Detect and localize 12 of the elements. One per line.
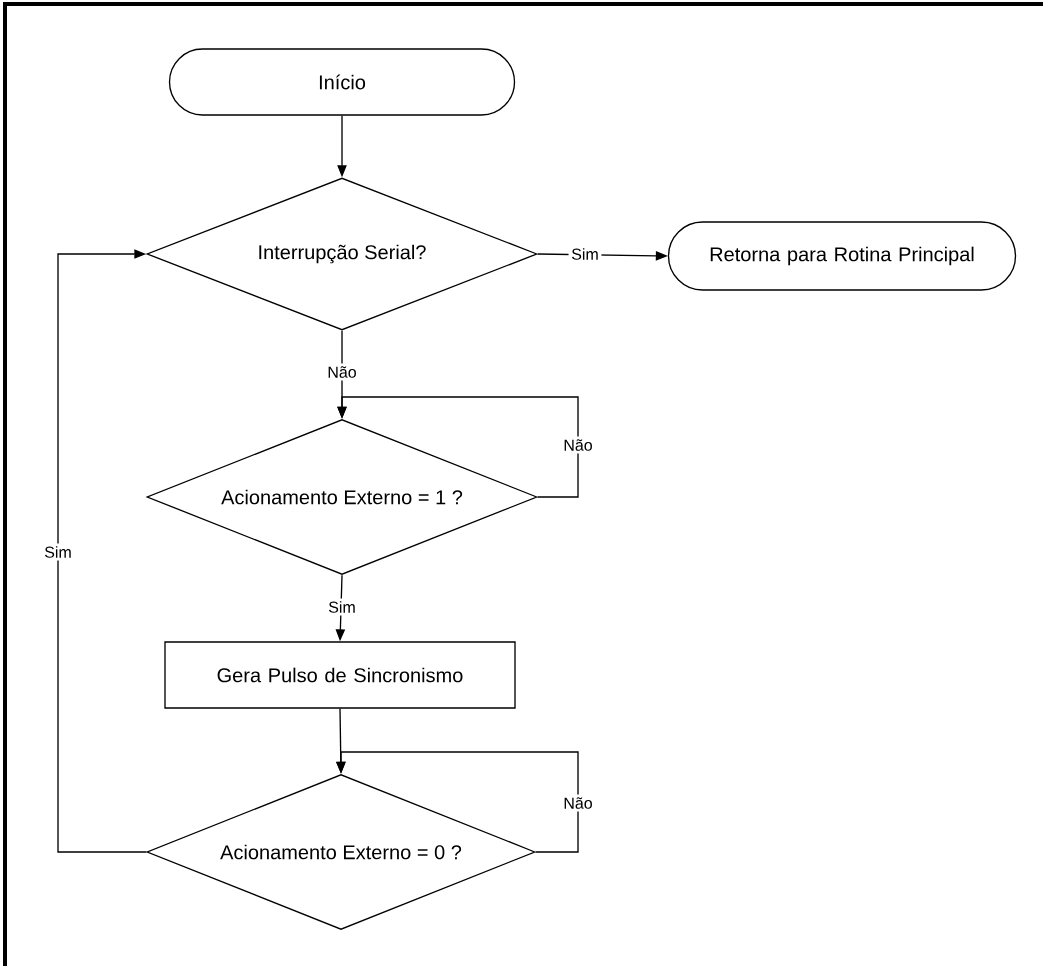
arrow (336, 751, 579, 853)
terminal-box: Retorna para Rotina Principal (667, 221, 1017, 291)
arrow (57, 249, 147, 853)
edge-label: Sim (41, 543, 75, 561)
arrow (337, 396, 579, 498)
edge-label: Não (324, 363, 360, 381)
edge-label: Não (560, 794, 596, 812)
edge-label: Não (560, 436, 596, 454)
terminal-box: Início (168, 48, 516, 116)
edge-label: Sim (325, 598, 359, 616)
process-box: Gera Pulso de Sincronismo (164, 641, 516, 709)
edge-label: Sim (568, 245, 602, 263)
